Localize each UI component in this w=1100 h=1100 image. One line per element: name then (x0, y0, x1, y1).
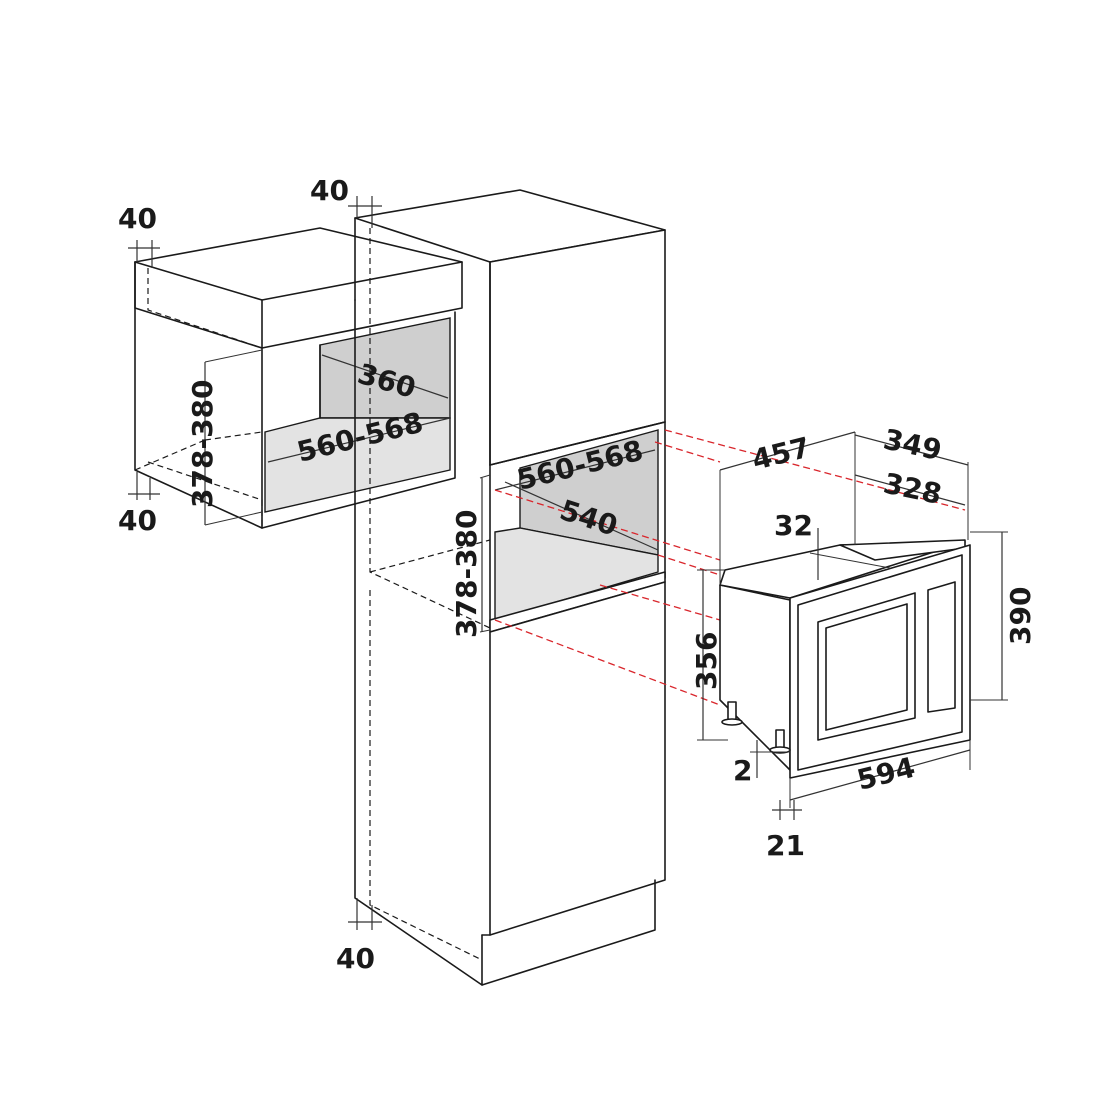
microwave-oven (697, 431, 1008, 820)
wall-niche-floor (264, 417, 451, 513)
label-oven-frame-depth: 21 (766, 829, 805, 862)
tall-niche-floor (494, 527, 659, 621)
label-tall-height: 378-380 (450, 509, 483, 638)
label-oven-foot-gap: 2 (733, 754, 752, 787)
wall-cabinet (128, 227, 463, 529)
label-tall-bottom-gap: 40 (336, 942, 375, 975)
label-left-bottom-gap: 40 (118, 504, 157, 537)
label-left-height: 378-380 (186, 379, 219, 508)
label-oven-front-height: 390 (1004, 587, 1037, 645)
label-tall-top-gap: 40 (310, 174, 349, 207)
label-oven-width-top: 349 (881, 423, 945, 467)
label-oven-top-offset: 32 (774, 509, 813, 542)
projection-lines (494, 429, 966, 706)
label-oven-width-inner: 328 (881, 467, 945, 511)
label-oven-depth-total: 457 (749, 431, 814, 477)
label-left-top-gap: 40 (118, 202, 157, 235)
tall-cabinet (348, 189, 666, 986)
label-oven-body-height: 356 (690, 632, 723, 690)
